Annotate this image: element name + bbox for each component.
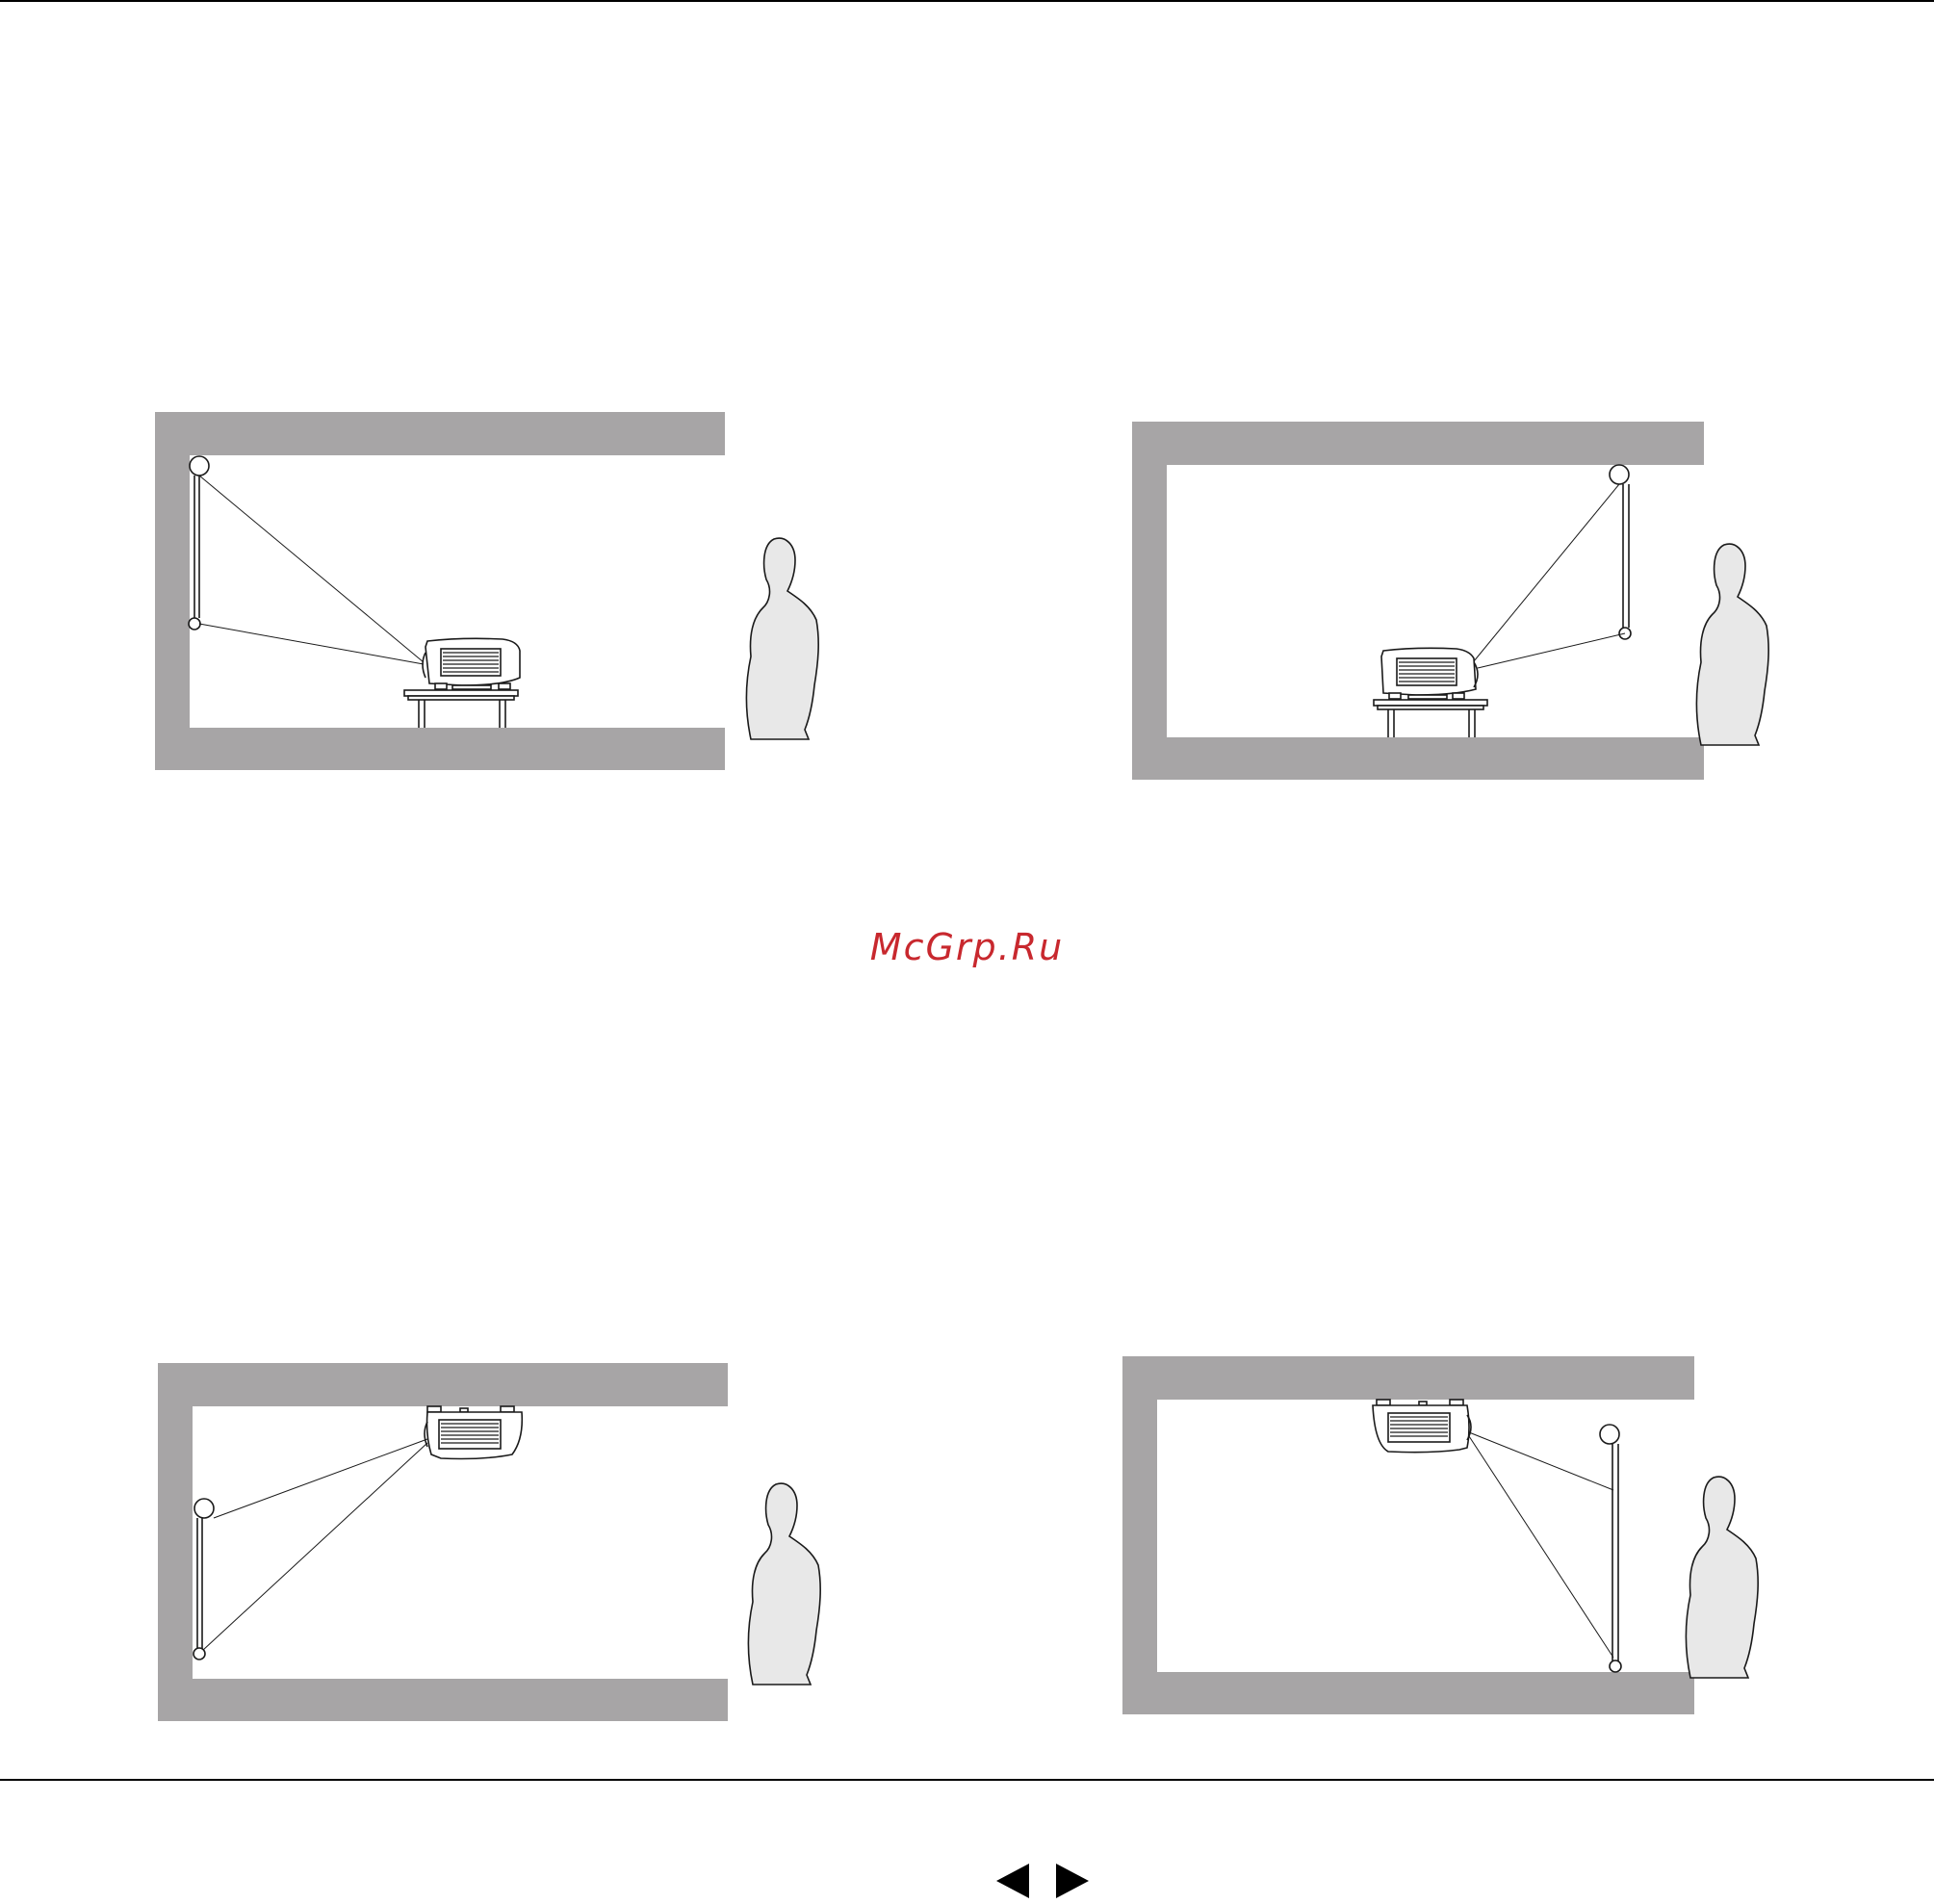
triangle-left-icon (994, 1862, 1033, 1900)
next-page-button[interactable] (1052, 1862, 1091, 1900)
projector (1381, 648, 1478, 699)
projection-screen (1610, 465, 1631, 639)
light-beam (202, 1439, 427, 1651)
projector (425, 1406, 522, 1459)
diagram-rear-ceiling (1113, 1348, 1864, 1752)
projection-screen (193, 1499, 214, 1660)
table (404, 690, 518, 728)
room-walls (155, 412, 725, 770)
light-beam (1469, 1432, 1613, 1658)
watermark: McGrp.Ru (0, 926, 1934, 968)
person-silhouette (749, 1483, 821, 1685)
top-rule (0, 0, 1934, 2)
diagram-front-table (144, 404, 895, 809)
light-beam (1474, 484, 1625, 668)
prev-page-button[interactable] (994, 1862, 1033, 1900)
diagram-front-ceiling (146, 1354, 897, 1759)
person-silhouette (1697, 544, 1769, 745)
diagram-rear-table (1122, 414, 1872, 818)
diagram-front-ceiling-svg (146, 1354, 897, 1759)
bottom-rule (0, 1779, 1934, 1781)
projection-screen (189, 456, 209, 630)
light-beam (199, 476, 424, 664)
diagram-rear-table-svg (1122, 414, 1872, 818)
triangle-right-icon (1052, 1862, 1091, 1900)
diagram-front-table-svg (144, 404, 895, 809)
person-silhouette (747, 538, 819, 739)
projector (1373, 1400, 1471, 1453)
projector (423, 638, 520, 689)
table (1374, 700, 1487, 737)
diagram-rear-ceiling-svg (1113, 1348, 1864, 1752)
projection-screen (1600, 1425, 1621, 1672)
person-silhouette (1687, 1477, 1759, 1678)
